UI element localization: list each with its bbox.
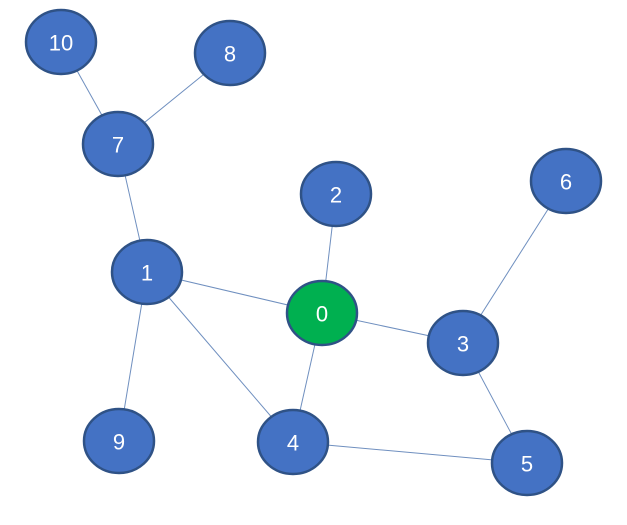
node-4: 4 [256,408,330,476]
node-8: 8 [193,19,267,87]
node-4-label: 4 [287,431,299,456]
node-2-shape [299,160,373,228]
node-8-shape [193,19,267,87]
edge-1-4 [146,271,294,443]
node-10-label: 10 [49,31,73,56]
node-3: 3 [426,309,500,377]
node-3-shape [426,309,500,377]
node-9-shape [82,407,156,475]
node-10: 10 [24,8,98,76]
node-1-shape [110,238,184,306]
node-8-label: 8 [224,42,236,67]
node-6-shape [529,147,603,215]
node-7: 7 [81,110,155,178]
node-0-shape [285,279,359,347]
node-5: 5 [490,429,564,497]
node-6-label: 6 [560,170,572,195]
node-0: 0 [285,279,359,347]
node-1-label: 1 [141,261,153,286]
node-5-label: 5 [521,452,533,477]
edge-4-5 [292,441,528,464]
nodes-layer: 0 1 2 3 4 5 6 7 8 9 10 [24,8,603,497]
node-9-label: 9 [113,430,125,455]
node-9: 9 [82,407,156,475]
node-2-label: 2 [330,183,342,208]
node-7-label: 7 [112,133,124,158]
node-10-shape [24,8,98,76]
node-0-label: 0 [316,302,328,327]
node-3-label: 3 [457,332,469,357]
node-5-shape [490,429,564,497]
node-4-shape [256,408,330,476]
node-2: 2 [299,160,373,228]
node-1: 1 [110,238,184,306]
node-7-shape [81,110,155,178]
node-6: 6 [529,147,603,215]
